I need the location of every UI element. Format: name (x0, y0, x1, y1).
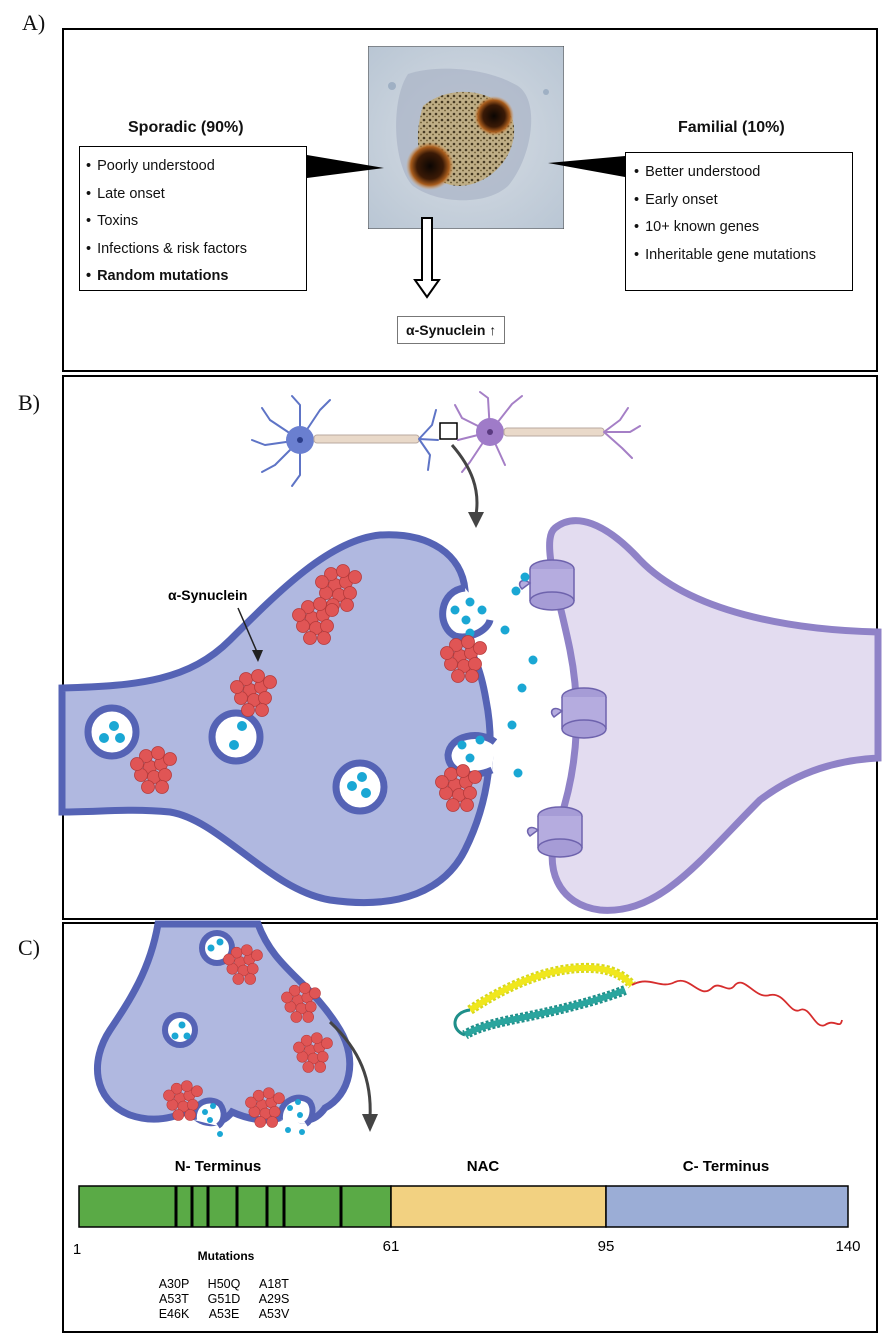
panel-b-label: B) (18, 390, 40, 415)
zoom-arrowhead-c (362, 1114, 378, 1132)
mutations-title: Mutations (198, 1249, 255, 1263)
neurotransmitters (450, 572, 538, 778)
vesicle (162, 1012, 198, 1048)
svg-text:G51D: G51D (208, 1292, 241, 1306)
panel-a (62, 28, 878, 372)
familial-item: 10+ known genes (634, 214, 852, 242)
mutation-sites (174, 1186, 343, 1227)
down-arrow (413, 217, 441, 299)
svg-text:A53E: A53E (209, 1307, 240, 1321)
zoom-arrow (450, 444, 479, 516)
domain-n-terminus (78, 1185, 392, 1228)
position-61: 61 (383, 1238, 400, 1255)
sporadic-item: Late onset (86, 181, 306, 209)
panel-a-connectors (307, 155, 625, 299)
lewy-body-micrograph (368, 46, 564, 229)
synuclein-pointer-line (237, 607, 258, 653)
vesicle (84, 704, 140, 760)
neuron-pair-diagram (251, 391, 641, 487)
sporadic-list-box: Poorly understood Late onset Toxins Infe… (79, 146, 307, 291)
alpha-synuclein-result: α-Synuclein ↑ (397, 316, 506, 344)
panel-a-label: A) (22, 10, 46, 35)
synuclein-label: α-Synuclein (168, 587, 247, 603)
position-95: 95 (598, 1238, 615, 1255)
familial-list-box: Better understood Early onset 10+ known … (625, 152, 853, 291)
svg-text:A30P: A30P (159, 1277, 190, 1291)
sporadic-item: Poorly understood (86, 153, 306, 181)
svg-text:H50Q: H50Q (208, 1277, 241, 1291)
domain-label-nac: NAC (467, 1158, 500, 1175)
domain-c-terminus (605, 1185, 849, 1228)
svg-text:A29S: A29S (259, 1292, 290, 1306)
pointer-right (548, 156, 625, 177)
panel-c (62, 922, 878, 1333)
position-1: 1 (73, 1241, 81, 1258)
familial-title: Familial (10%) (678, 119, 785, 136)
familial-item: Early onset (634, 187, 852, 215)
synuclein-pointer-head (252, 650, 263, 662)
zoom-arrowhead (468, 512, 484, 528)
pointer-left (307, 155, 384, 178)
sporadic-item: Infections & risk factors (86, 236, 306, 264)
mutations-list: A30P A53T E46K H50Q G51D A53E A18T A29S … (159, 1277, 290, 1321)
svg-text:A53V: A53V (259, 1307, 290, 1321)
presynaptic-terminal (58, 531, 494, 907)
sporadic-item: Toxins (86, 208, 306, 236)
alpha-synuclein-structure (453, 962, 843, 1040)
vesicle (208, 709, 264, 765)
vesicle (332, 759, 388, 815)
sporadic-title: Sporadic (90%) (128, 119, 244, 136)
panel-c-label: C) (18, 935, 40, 960)
vesicle (199, 930, 235, 966)
zoom-arrow-c (328, 1020, 372, 1119)
svg-text:E46K: E46K (159, 1307, 190, 1321)
domain-label-c: C- Terminus (683, 1158, 769, 1175)
synapse-illustration: α-Synuclein (58, 391, 882, 914)
sporadic-item: Random mutations (86, 263, 306, 291)
svg-text:A18T: A18T (259, 1277, 289, 1291)
svg-text:A53T: A53T (159, 1292, 189, 1306)
domain-label-n: N- Terminus (175, 1158, 261, 1175)
familial-item: Inheritable gene mutations (634, 242, 852, 270)
domain-nac (390, 1185, 607, 1228)
position-140: 140 (835, 1238, 860, 1255)
familial-item: Better understood (634, 159, 852, 187)
